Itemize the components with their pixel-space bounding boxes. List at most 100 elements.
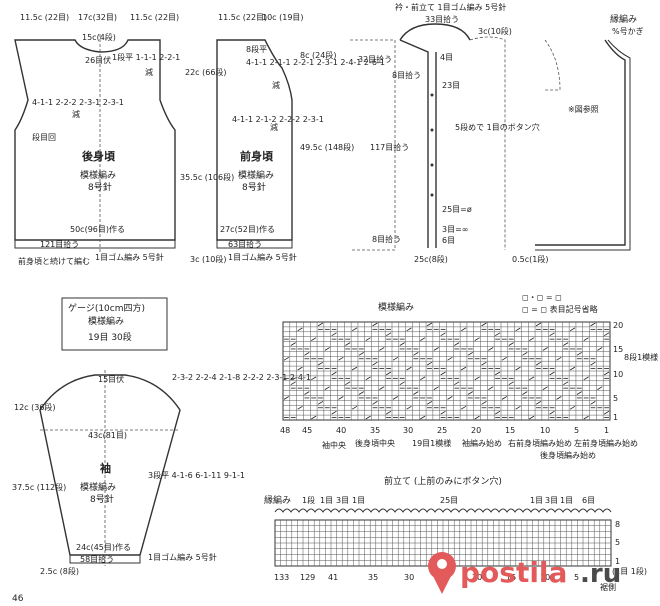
chart1-num-35: 35 xyxy=(370,426,380,435)
decrease-mark xyxy=(399,342,405,346)
gauge-pattern: 模様編み xyxy=(88,315,124,327)
decrease-mark xyxy=(385,410,392,415)
decrease-mark xyxy=(365,415,371,420)
front-rib xyxy=(216,239,293,249)
chart2-count-1: 3目 xyxy=(336,496,349,505)
decrease-mark xyxy=(433,347,439,351)
chart1-rnum-15: 15 xyxy=(613,345,623,354)
chart1-repeat-label: 8段1模様 xyxy=(624,352,658,362)
decrease-mark xyxy=(351,327,358,332)
decrease-mark xyxy=(474,376,480,381)
chart1-rnum-10: 10 xyxy=(613,370,623,379)
collar-top: 33目拾う xyxy=(425,14,459,24)
decrease-mark xyxy=(603,410,610,415)
decrease-mark xyxy=(597,347,603,351)
sleeve-width: 43c(81目) xyxy=(88,431,127,440)
decrease-mark xyxy=(488,386,494,390)
chart1-repeat19: 19目1模様 xyxy=(412,438,451,448)
decrease-mark xyxy=(420,376,426,381)
sleeve-cap-height: 12c (36段) xyxy=(14,402,56,412)
decrease-mark xyxy=(351,366,358,371)
decrease-mark xyxy=(481,322,487,327)
chart1-num-5: 5 xyxy=(574,426,579,435)
front-width: 27c(52目)作る xyxy=(220,224,275,234)
front-pickup: 63目拾う xyxy=(228,239,262,249)
decrease-mark xyxy=(317,322,324,327)
decrease-mark xyxy=(365,376,371,381)
chart1-rnum-5: 5 xyxy=(613,394,618,403)
decrease-mark xyxy=(311,337,317,341)
decrease-mark xyxy=(379,386,385,390)
decrease-mark xyxy=(331,410,337,415)
sleeve-piece: 15目伏 2-3-2 2-2-4 2-1-8 2-2-2 2-3-1 2-4-1… xyxy=(12,370,311,576)
watermark-logo: postila .ru xyxy=(428,552,621,594)
front-pattern: 模様編み xyxy=(238,169,274,181)
front-neck-dec: 減 xyxy=(272,80,280,90)
chart2-rnum-5: 5 xyxy=(615,538,620,547)
decrease-mark xyxy=(556,396,562,400)
back-armhole-dec: 減 xyxy=(72,109,80,119)
decrease-mark xyxy=(508,342,514,346)
decrease-mark xyxy=(590,361,596,366)
chart1-num-1: 1 xyxy=(604,426,609,435)
decrease-mark xyxy=(488,347,494,351)
decrease-mark xyxy=(467,391,473,395)
back-top-mid: 17c(32目) xyxy=(78,13,117,22)
decrease-mark xyxy=(304,352,310,356)
back-pattern: 模様編み xyxy=(80,169,116,181)
chart2-count-6: 1目 xyxy=(560,496,573,505)
chart1-title: 模様編み xyxy=(378,301,414,313)
front-rib-height: 3c (10段) xyxy=(190,254,226,264)
sleeve-title: 袖 xyxy=(100,461,111,475)
chart2-num-35: 35 xyxy=(368,573,378,582)
back-shoulder-dec: 減 xyxy=(145,67,153,77)
chart2-num-129: 129 xyxy=(300,573,315,582)
chart2-num-10: 10 xyxy=(540,573,550,582)
decrease-mark xyxy=(420,415,426,420)
front-outline xyxy=(216,39,293,241)
chart2-num-30: 30 xyxy=(404,573,414,582)
front-piece: 11.5c (22目) 10c (19目) 8段平 4-1-1 2-1-1 2-… xyxy=(190,13,385,264)
chart1-ann-back-center: 後身頃中央 xyxy=(355,438,395,448)
back-needle: 8号針 xyxy=(88,181,112,193)
chart2-count-0: 1目 xyxy=(320,496,333,505)
gauge-value: 19目 30段 xyxy=(88,331,132,343)
collar-band-inner xyxy=(399,39,429,248)
chart1-num-40: 40 xyxy=(336,426,346,435)
decrease-mark xyxy=(379,347,385,351)
edge-outline xyxy=(535,39,626,246)
chart2-count-3: 25目 xyxy=(440,496,458,505)
decrease-mark xyxy=(474,337,480,341)
chart2-num-20: 20 xyxy=(472,573,482,582)
decrease-mark xyxy=(549,410,555,415)
decrease-mark xyxy=(413,391,419,395)
chart2-end-label: (1目 1段) xyxy=(612,566,647,576)
collar-side: 3c(10段) xyxy=(478,26,512,36)
decrease-mark xyxy=(535,322,542,327)
chart1-legend2: ◻ = ◻ 表目記号省略 xyxy=(522,304,598,314)
edge-piece: 縁編み %号かぎ ※図参照 0.5c(1段) xyxy=(512,13,644,264)
decrease-mark xyxy=(481,401,487,405)
sleeve-needle: 8号針 xyxy=(90,493,114,505)
decrease-mark xyxy=(440,332,446,337)
decrease-mark xyxy=(494,410,501,415)
chart1-right-numbers: 20 15 10 5 1 xyxy=(613,321,623,422)
front-top-right: 10c (19目) xyxy=(262,13,304,22)
page-number: 46 xyxy=(12,594,24,604)
chart1-ann-sleeve-center: 袖中央 xyxy=(322,440,346,450)
decrease-mark xyxy=(576,352,582,356)
decrease-mark xyxy=(590,401,596,405)
chart1-ann-sleeve-start: 袖編み始め xyxy=(462,438,502,448)
collar-r8: 8目拾う xyxy=(372,234,401,244)
decrease-mark xyxy=(331,332,337,337)
decrease-mark xyxy=(569,405,576,410)
decrease-mark xyxy=(583,376,589,381)
chart1-num-48: 48 xyxy=(280,426,290,435)
decrease-mark xyxy=(529,376,535,381)
chart1-num-25: 25 xyxy=(437,426,447,435)
collar-r25: 25目=ø xyxy=(442,205,472,214)
collar-right-dashed xyxy=(469,36,506,250)
collar-row4: 4目 xyxy=(440,53,453,62)
chart2-counts: 1目 3目 1目 25目 1目 3目 1目 6目 xyxy=(320,496,595,505)
decrease-mark xyxy=(372,401,378,405)
